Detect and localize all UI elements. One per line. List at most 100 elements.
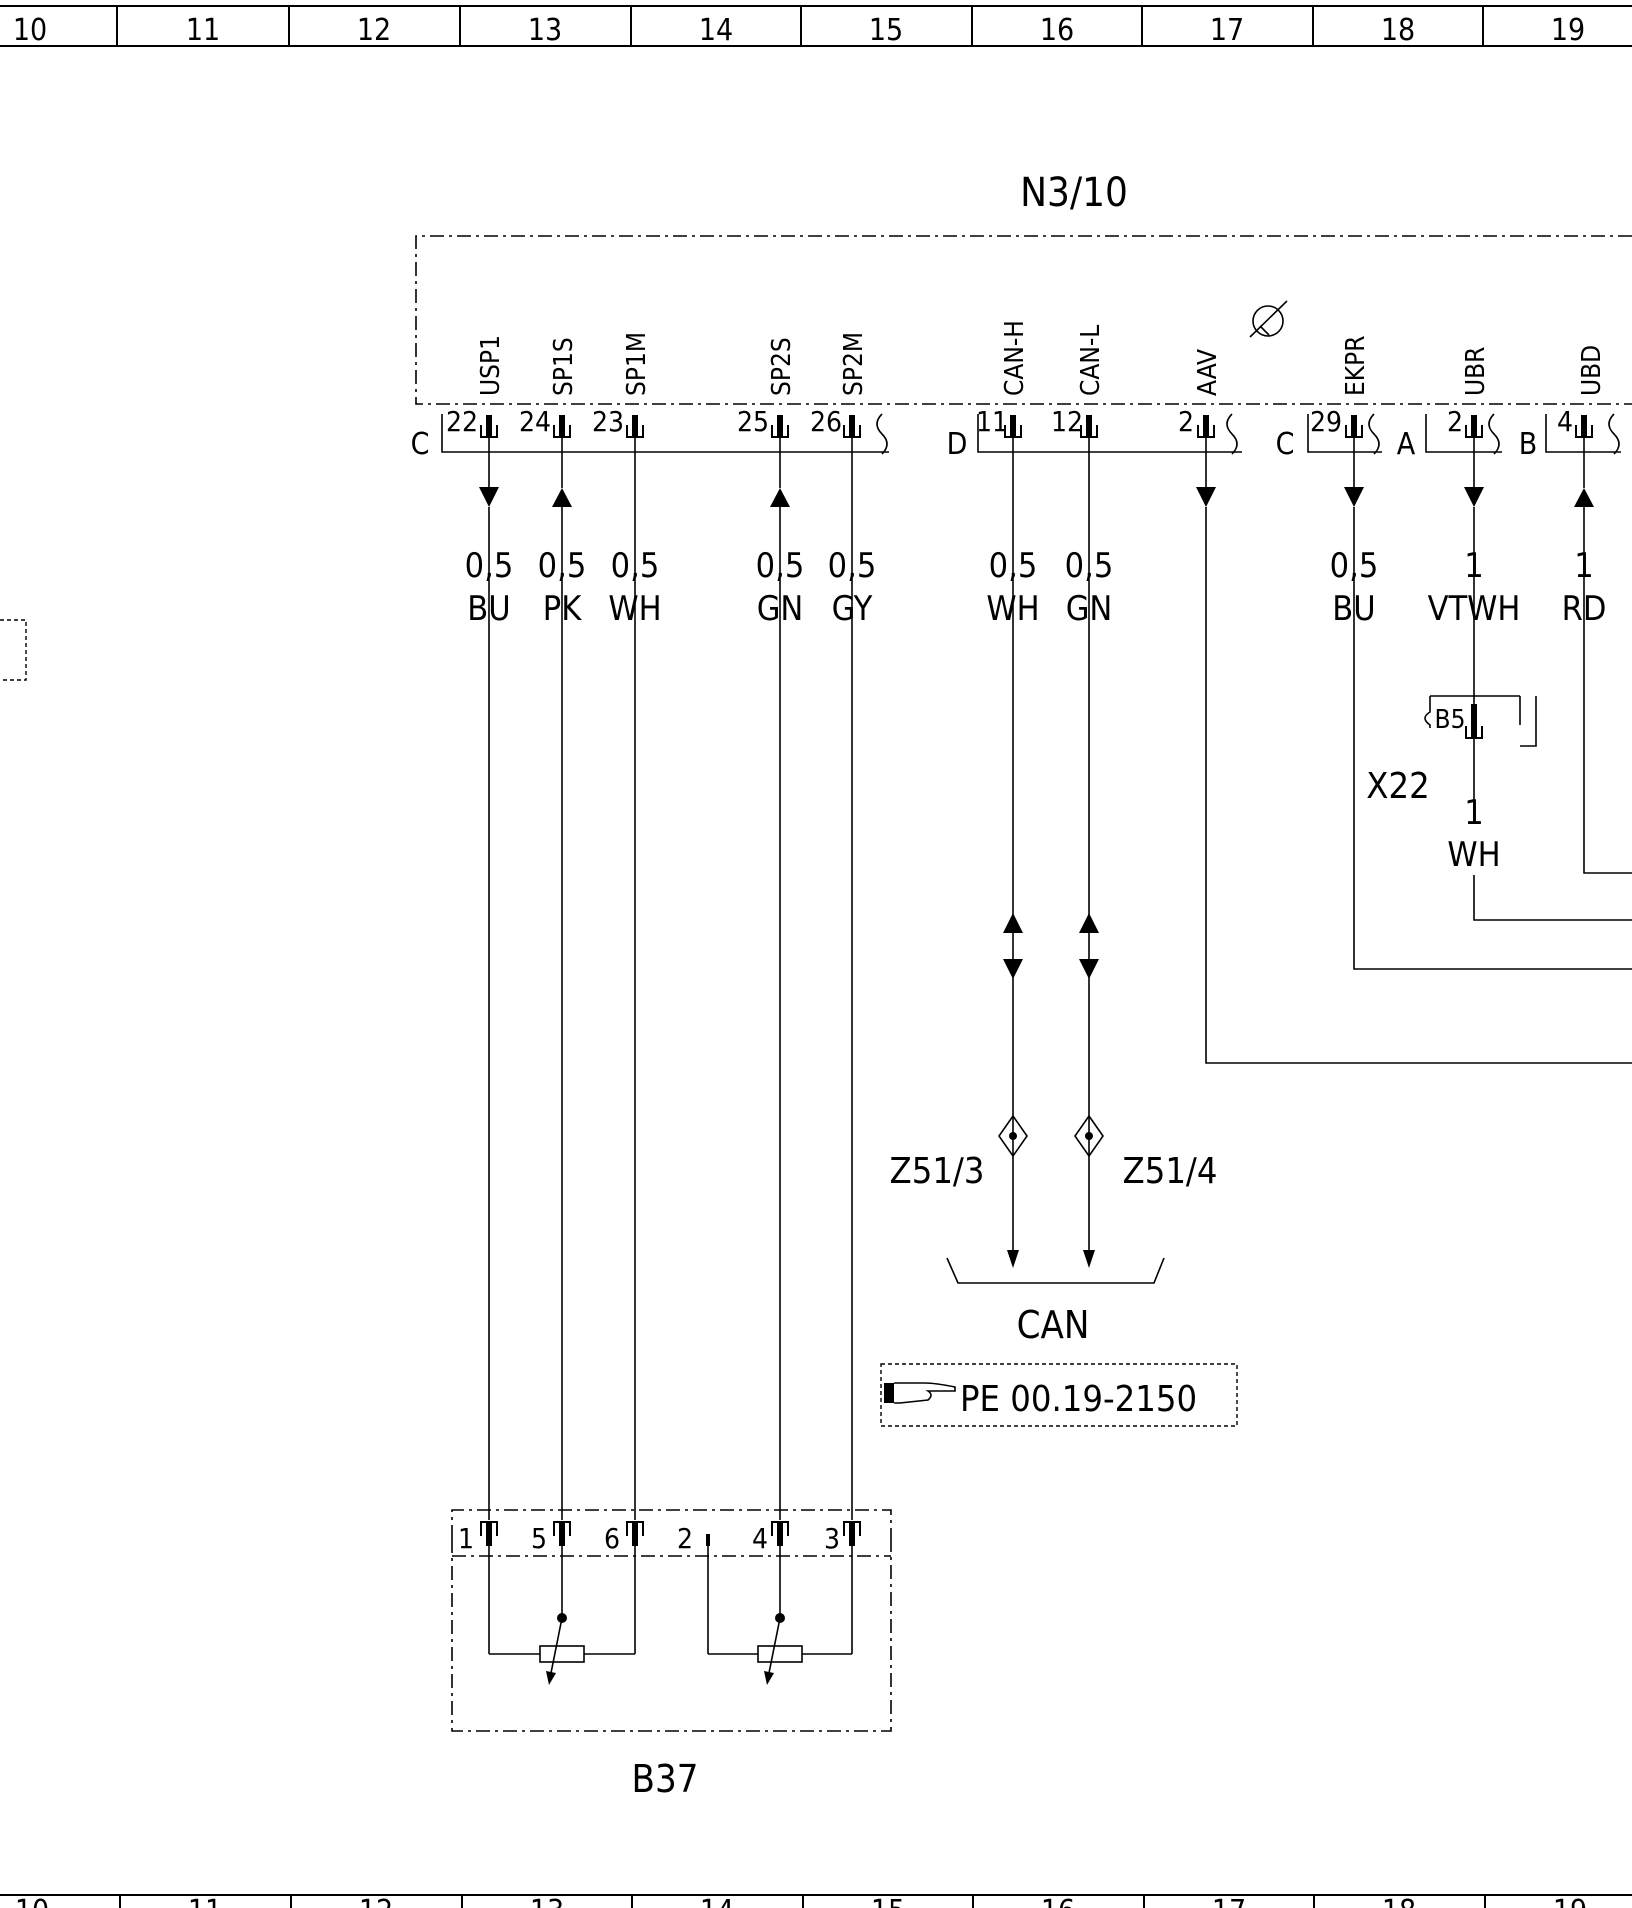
pin-usp1: USP1 22 0,5 BU <box>446 335 513 1520</box>
pin-aav: AAV 2 <box>1178 349 1632 1064</box>
connector-brackets: C D C A B <box>411 414 1621 462</box>
sensor-pin-number: 4 <box>752 1522 768 1555</box>
wire-size: 0,5 <box>989 546 1038 586</box>
can-bus-label: CAN <box>1017 1303 1090 1347</box>
can-h-arrow <box>1007 1250 1019 1268</box>
sensor-pin-number: 6 <box>604 1522 620 1555</box>
pin-sp1s: SP1S 24 0,5 PK <box>519 337 586 1520</box>
x22-wire-color: WH <box>1447 835 1500 875</box>
module-boundary <box>415 235 1632 405</box>
pin-number: 11 <box>976 405 1008 438</box>
grid-bottom-19: 19 <box>1553 1894 1587 1908</box>
pin-sp2s: SP2S 25 0,5 GN <box>737 337 804 1520</box>
wire-size: 1 <box>1574 546 1593 586</box>
grid-bottom-10: 10 <box>15 1894 49 1908</box>
grid-bottom-17: 17 <box>1212 1894 1246 1908</box>
grid-top-13: 13 <box>528 13 562 48</box>
grid-bottom-11: 11 <box>188 1894 222 1908</box>
pin-sp2m: SP2M 26 0,5 GY <box>810 332 876 1520</box>
pin-number: 26 <box>810 405 842 438</box>
pin-can-l: CAN-L 12 0,5 GN <box>1051 325 1113 1265</box>
grid-bottom-18: 18 <box>1382 1894 1416 1908</box>
x22-pin: B5 <box>1435 705 1466 735</box>
grid-top-17: 17 <box>1210 13 1244 48</box>
grid-top-15: 15 <box>869 13 903 48</box>
pin-ubr: UBR 2 1 VTWH <box>1428 347 1521 710</box>
offpage-box-fragment <box>0 619 27 681</box>
wire-color: WH <box>986 589 1039 629</box>
wire-color: BU <box>1332 589 1375 629</box>
wire-size: 1 <box>1464 546 1483 586</box>
can-l-arrow <box>1083 1250 1095 1268</box>
connector-a-break <box>1488 413 1500 455</box>
pin-number: 2 <box>1178 405 1194 438</box>
signal-label: SP1M <box>622 332 652 396</box>
wire-color: WH <box>608 589 661 629</box>
grid-bottom-15: 15 <box>871 1894 905 1908</box>
pin-ubd: UBD 4 1 RD <box>1557 345 1632 874</box>
wire-size: 0,5 <box>611 546 660 586</box>
signal-label: CAN-L <box>1076 325 1106 396</box>
connector-label-d: D <box>947 427 968 462</box>
grid-bottom-14: 14 <box>700 1894 734 1908</box>
pin-number: 25 <box>737 405 769 438</box>
can-bus-brace <box>946 1257 1165 1284</box>
wire-color: GY <box>832 589 873 629</box>
connector-x22: B5 X22 1 WH <box>1366 695 1632 921</box>
grid-top-19: 19 <box>1551 13 1585 48</box>
connector-c1-break <box>876 413 888 455</box>
pin-number: 29 <box>1310 405 1342 438</box>
ground-symbol <box>1249 300 1288 338</box>
pin-number: 12 <box>1051 405 1083 438</box>
signal-label: EKPR <box>1341 336 1371 396</box>
splice-label: Z51/3 <box>890 1151 985 1192</box>
pointing-hand-icon <box>884 1382 956 1404</box>
grid-top-16: 16 <box>1040 13 1074 48</box>
potentiometer-icon <box>489 1613 635 1685</box>
connector-b-break <box>1608 413 1620 455</box>
splice-z51-3: Z51/3 <box>890 1114 1028 1192</box>
wire-size: 0,5 <box>538 546 587 586</box>
x22-name: X22 <box>1366 766 1429 807</box>
grid-bottom-13: 13 <box>530 1894 564 1908</box>
sensor-pin-number: 1 <box>458 1522 474 1555</box>
signal-label: SP2S <box>767 337 797 396</box>
splice-z51-4: Z51/4 <box>1074 1114 1218 1192</box>
potentiometer-icon <box>708 1613 852 1685</box>
connector-c2-break <box>1368 413 1380 455</box>
module-name: N3/10 <box>1020 170 1128 216</box>
sensor-b37: B37 1 5 6 2 4 3 <box>451 1509 892 1801</box>
grid-top-14: 14 <box>699 13 733 48</box>
grid-bottom-12: 12 <box>359 1894 393 1908</box>
wire-size: 0,5 <box>1330 546 1379 586</box>
wire-color: RD <box>1562 589 1607 629</box>
top-grid-ruler: 10 11 12 13 14 15 16 17 18 19 <box>0 5 1632 48</box>
signal-label: UBR <box>1461 347 1491 396</box>
connector-label-c2: C <box>1276 427 1295 462</box>
wire-color: GN <box>757 589 804 629</box>
wire-color: GN <box>1066 589 1113 629</box>
grid-top-10: 10 <box>13 13 47 48</box>
signal-label: USP1 <box>476 335 506 396</box>
sensor-pin-number: 2 <box>677 1522 693 1555</box>
splice-label: Z51/4 <box>1123 1151 1218 1192</box>
wire-color: VTWH <box>1428 589 1521 629</box>
connector-label-b: B <box>1519 427 1538 462</box>
pin-number: 24 <box>519 405 551 438</box>
wire-size: 0,5 <box>756 546 805 586</box>
wire-color: BU <box>467 589 510 629</box>
sensor-name: B37 <box>632 1757 699 1801</box>
grid-bottom-16: 16 <box>1041 1894 1075 1908</box>
connector-label-a: A <box>1397 427 1416 462</box>
wire-size: 0,5 <box>465 546 514 586</box>
wire-color: PK <box>543 589 582 629</box>
pin-number: 2 <box>1447 405 1463 438</box>
grid-top-11: 11 <box>186 13 220 48</box>
signal-label: UBD <box>1577 345 1607 396</box>
pin-number: 22 <box>446 405 478 438</box>
pin-ekpr: EKPR 29 0,5 BU <box>1310 336 1632 970</box>
pin-can-h: CAN-H 11 0,5 WH <box>976 320 1040 1265</box>
signal-label: SP1S <box>549 337 579 396</box>
sensor-pin-number: 3 <box>824 1522 840 1555</box>
signal-label: CAN-H <box>1000 320 1030 396</box>
